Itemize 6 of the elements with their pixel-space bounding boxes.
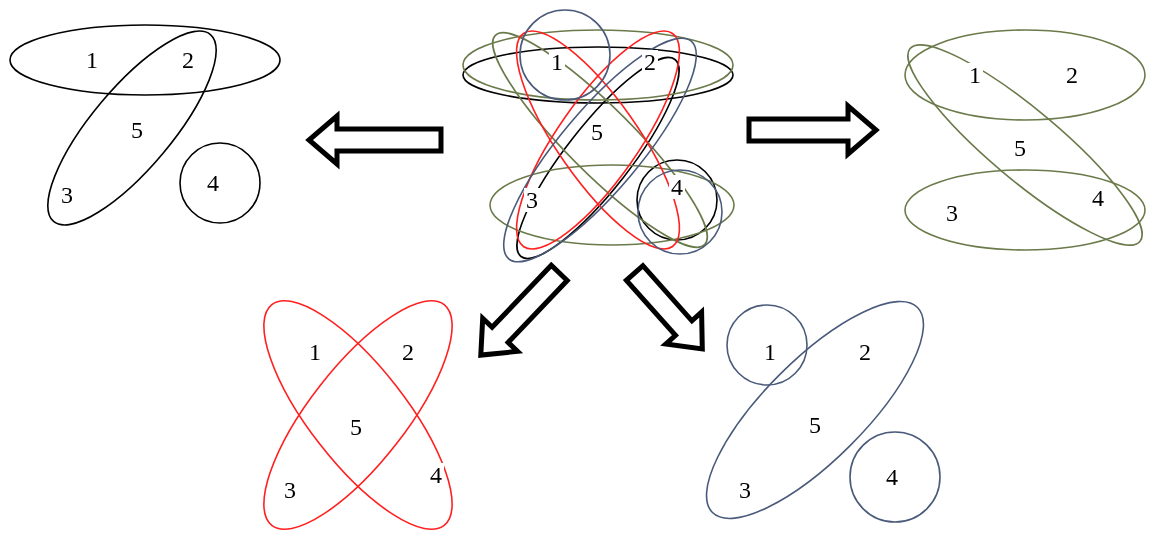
vertex-label: 4	[669, 175, 685, 199]
vertex-label: 3	[524, 188, 540, 212]
block-arrow	[478, 261, 571, 358]
block-arrow	[305, 110, 444, 170]
block-arrow	[622, 262, 705, 352]
block-arrow	[746, 100, 880, 160]
